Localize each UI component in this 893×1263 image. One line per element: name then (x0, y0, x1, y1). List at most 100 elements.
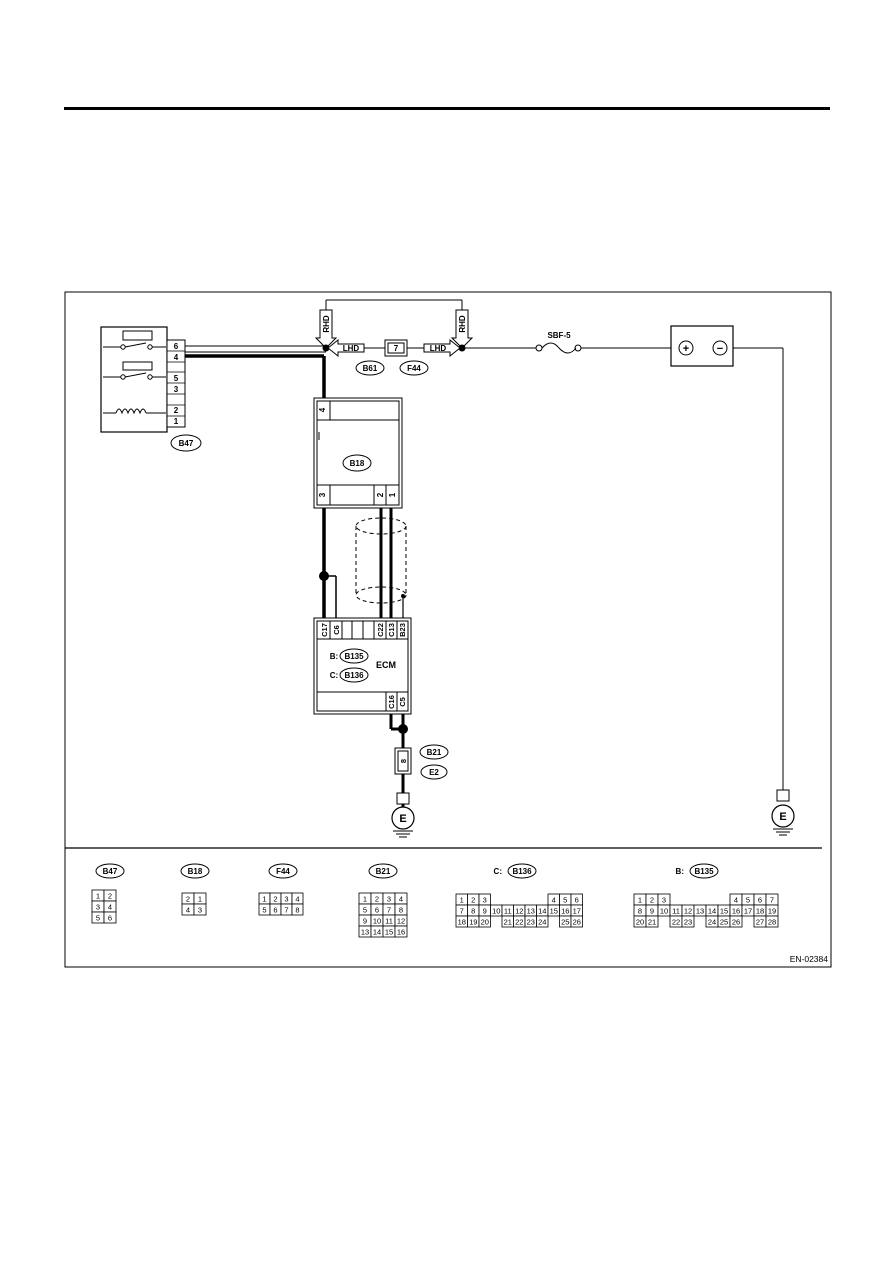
connector-pin-cell (103, 911, 117, 924)
connector-pin-number: 19 (768, 907, 776, 916)
connector-pin-number: 18 (458, 918, 466, 927)
connector-pin-number: 10 (492, 907, 500, 916)
joint-pin-label: 7 (394, 344, 399, 353)
sensor-connector-label: B18 (350, 459, 365, 468)
relay-pin: 5 (174, 374, 179, 383)
connector-pin-number: 1 (198, 895, 202, 904)
connector-pin-number: 10 (660, 907, 668, 916)
connector-pin-number: 2 (471, 896, 475, 905)
connector-pin-number: 22 (515, 918, 523, 927)
connector-pin-number: 2 (108, 892, 112, 901)
connector-pin-number: 8 (295, 906, 299, 915)
ecm-pin: B23 (398, 623, 407, 637)
connector-pin-number: 3 (198, 906, 202, 915)
connector-view-badge (368, 863, 398, 879)
connector-pin-number: 25 (720, 918, 728, 927)
lhd-label: LHD (343, 344, 360, 353)
connector-pin-number: 2 (375, 895, 379, 904)
connector-pin-number: 7 (284, 906, 288, 915)
connector-pin-number: 27 (756, 918, 764, 927)
connector-pin-number: 7 (770, 896, 774, 905)
ecm-connector-label: B135 (344, 652, 364, 661)
connector-pin-cell (729, 915, 743, 928)
connector-pin-number: 4 (552, 896, 556, 905)
connector-pin-number: 11 (385, 917, 393, 926)
connector-pin-number: 16 (561, 907, 569, 916)
connector-pin-number: 14 (373, 928, 381, 937)
connector-pin-number: 25 (561, 918, 569, 927)
connector-pin-number: 16 (732, 907, 740, 916)
connector-pin-number: 6 (375, 906, 379, 915)
ground-icon: E (399, 813, 406, 825)
connector-pin-number: 10 (373, 917, 381, 926)
connector-pin-number: 15 (720, 907, 728, 916)
connector-pin-number: 5 (363, 906, 367, 915)
connector-pin-number: 3 (387, 895, 391, 904)
connector-pin-cell (536, 915, 549, 928)
connector-pin-number: 6 (273, 906, 277, 915)
connector-pin-number: 5 (96, 914, 100, 923)
connector-pin-cell (478, 915, 491, 928)
ground-joint-connector: E2 (429, 768, 439, 777)
connector-pin-number: 14 (538, 907, 546, 916)
header-rule (64, 107, 830, 110)
connector-pin-number: 2 (650, 896, 654, 905)
connector-pin-number: 11 (672, 907, 680, 916)
connector-pin-number: 7 (460, 907, 464, 916)
connector-pin-number: 8 (638, 907, 642, 916)
ecm-connector-prefix: B: (330, 652, 338, 661)
ecm: C17 C6 C22 C13 B23 C16 C5 B: B135 C: B13… (313, 617, 412, 715)
connector-pin-cell (570, 915, 583, 928)
connector-view-label: B47 (103, 867, 118, 876)
connector-pin-number: 21 (648, 918, 656, 927)
connector-pin-number: 8 (399, 906, 403, 915)
connector-view-badge (507, 863, 537, 879)
connector-view-label: B21 (376, 867, 391, 876)
connector-pin-number: 20 (636, 918, 644, 927)
connector-pin-number: 3 (284, 895, 288, 904)
fuse-label: SBF-5 (547, 331, 571, 340)
connector-pin-number: 9 (650, 907, 654, 916)
relay-pin: 1 (174, 417, 179, 426)
connector-pin-number: 26 (732, 918, 740, 927)
connector-pin-number: 14 (708, 907, 716, 916)
connector-view-prefix: B: (676, 867, 684, 876)
joint-connector-left: B61 (363, 364, 378, 373)
connector-pin-number: 13 (696, 907, 704, 916)
ground-left: E (391, 792, 415, 838)
connector-pin-number: 23 (527, 918, 535, 927)
shield-drain-splice (401, 594, 405, 598)
figure-code: EN-02384 (790, 954, 829, 964)
connector-pin-number: 4 (108, 903, 112, 912)
ecm-label: ECM (376, 660, 396, 670)
connector-view-badge (689, 863, 719, 879)
relay-pin: 3 (174, 385, 179, 394)
battery-plus-icon: + (683, 343, 689, 355)
connector-pin-number: 8 (471, 907, 475, 916)
connector-pin-number: 6 (575, 896, 579, 905)
drive-side-joint: RHD LHD RHD LHD 7 B61 F44 (314, 309, 474, 376)
rhd-label: RHD (458, 315, 467, 333)
connector-pin-cell (681, 915, 695, 928)
connector-pin-cell (193, 903, 207, 916)
connector-view-label: B135 (694, 867, 714, 876)
connector-pin-number: 16 (397, 928, 405, 937)
connector-pin-cell (291, 903, 304, 916)
ground-right: E (771, 789, 795, 836)
connector-pin-number: 5 (746, 896, 750, 905)
connector-pin-number: 4 (295, 895, 299, 904)
relay-pin: 4 (174, 353, 179, 362)
connector-pin-number: 1 (262, 895, 266, 904)
relay-pin: 6 (174, 342, 179, 351)
connector-pin-number: 26 (573, 918, 581, 927)
relay-pin: 2 (174, 406, 179, 415)
connector-view-label: F44 (276, 867, 290, 876)
connector-pin-number: 20 (481, 918, 489, 927)
fuse: SBF-5 (535, 331, 582, 354)
connector-pin-number: 17 (744, 907, 752, 916)
connector-pin-number: 5 (262, 906, 266, 915)
connector-pin-number: 3 (662, 896, 666, 905)
connector-pin-number: 12 (515, 907, 523, 916)
connector-pin-number: 18 (756, 907, 764, 916)
